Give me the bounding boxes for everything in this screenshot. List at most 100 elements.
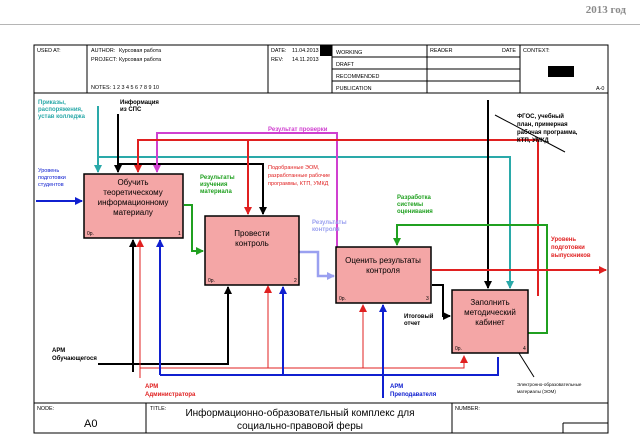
fgos-label-2: план, примерная xyxy=(517,122,568,128)
arm-teacher-bus xyxy=(160,357,499,376)
project-label: PROJECT: xyxy=(91,57,117,63)
working-marker xyxy=(320,45,332,56)
status-recommended: RECOMMENDED xyxy=(336,74,380,80)
node-value: A0 xyxy=(84,418,97,430)
level-in-label-1: Уровень xyxy=(38,168,59,174)
block-1-num: 1 xyxy=(178,231,181,237)
context-thumbnail xyxy=(548,66,574,77)
title-line-1: Информационно-образовательный комплекс д… xyxy=(185,407,414,419)
block-3[interactable]: Оценить результаты контроля 0р. 3 xyxy=(335,246,432,304)
final-report-arrow xyxy=(432,284,451,320)
block-3-line-2: контроля xyxy=(366,266,400,275)
arm-admin-to-b4-arrow xyxy=(363,355,468,369)
top-rule xyxy=(0,24,640,25)
block-2-cost: 0р. xyxy=(208,278,215,284)
block-4-line-1: Заполнить xyxy=(470,298,509,307)
selected-eom-label-2: разработанные рабочие xyxy=(268,173,330,179)
notes-label: NOTES: 1 2 3 4 5 6 7 8 9 10 xyxy=(91,85,159,91)
level-in-label-3: студентов xyxy=(38,182,64,188)
orders-to-b4-arrow xyxy=(98,156,514,289)
level-in-label-2: подготовки xyxy=(38,175,66,181)
study-results-arrow xyxy=(184,204,204,255)
selected-eom-label-3: программы, КТП, УМКД xyxy=(268,181,329,187)
title-label: TITLE: xyxy=(150,406,166,412)
block-1[interactable]: Обучить теоретическому информационному м… xyxy=(83,173,184,239)
block-1-line-4: материалу xyxy=(113,208,153,217)
eval-system-arrow xyxy=(393,224,548,334)
red-feedback-top xyxy=(134,139,539,296)
level-out-label-1: Уровень xyxy=(551,237,576,243)
eom-label-1: Электронно-образовательные xyxy=(517,382,582,387)
fgos-label-1: ФГОС, учебный xyxy=(517,113,564,120)
orders-label-3: устав колледжа xyxy=(38,114,86,120)
fgos-label-4: КТП, УМКД xyxy=(517,138,550,144)
arm-student-label-1: АРМ xyxy=(52,348,65,354)
block-4[interactable]: Заполнить методический кабинет 0р. 4 xyxy=(451,289,529,354)
block-4-line-2: методический xyxy=(464,308,516,317)
arm-admin-label-2: Администратора xyxy=(145,392,196,398)
arm-admin-label-1: АРМ xyxy=(145,384,158,390)
block-2-line-2: контроль xyxy=(235,239,269,248)
block-2-line-1: Провести xyxy=(234,229,269,238)
study-results-label-3: материала xyxy=(200,189,232,195)
final-report-label-1: Итоговый xyxy=(404,313,434,320)
block-2[interactable]: Провести контроль 0р. 2 xyxy=(204,215,300,286)
arm-teacher-label-2: Преподавателя xyxy=(390,392,437,398)
block-4-line-3: кабинет xyxy=(475,318,505,327)
date-value: 11.04.2013 xyxy=(292,48,319,54)
check-result-arrow xyxy=(153,132,338,247)
block-3-line-1: Оценить результаты xyxy=(345,256,421,265)
reader-label: READER xyxy=(430,48,453,54)
block-1-line-3: информационному xyxy=(98,198,169,207)
project-value: Курсовая работа xyxy=(119,57,161,63)
block-1-line-1: Обучить xyxy=(117,178,148,187)
author-value: Курсовая работа xyxy=(119,48,161,54)
eom-label-2: материалы (ЭОМ) xyxy=(517,389,556,394)
orders-label-2: распоряжения, xyxy=(38,107,83,113)
rev-value: 14.11.2013 xyxy=(292,57,319,63)
status-draft: DRAFT xyxy=(336,62,355,68)
final-report-label-2: отчет xyxy=(404,321,420,327)
study-results-label-1: Результаты xyxy=(200,175,235,181)
block-2-num: 2 xyxy=(294,278,297,284)
year-label: 2013 год xyxy=(585,4,626,16)
arm-student-to-b2-arrow xyxy=(98,286,232,365)
eom-leader xyxy=(516,349,535,378)
diagram-frame xyxy=(33,44,609,434)
eval-system-label-1: Разработка xyxy=(397,194,431,201)
block-3-num: 3 xyxy=(426,296,429,302)
eval-system-label-2: системы xyxy=(397,202,423,208)
block-1-cost: 0р. xyxy=(87,231,94,237)
fgos-leader xyxy=(494,114,566,153)
arm-student-label-2: Обучающегося xyxy=(52,355,97,362)
context-node: A-0 xyxy=(596,86,604,92)
block-4-num: 4 xyxy=(523,346,526,352)
used-at-label: USED AT: xyxy=(37,48,61,54)
number-label: NUMBER: xyxy=(455,406,480,412)
arm-teacher-label-1: АРМ xyxy=(390,384,403,390)
date2-label: DATE xyxy=(502,48,516,54)
study-results-label-2: изучения xyxy=(200,182,228,188)
control-results-arrow xyxy=(299,250,335,280)
check-result-label: Результат проверки xyxy=(268,127,328,133)
control-results-label-2: контроля xyxy=(312,227,340,233)
info-sps-label-1: Информация xyxy=(120,99,159,106)
control-results-label-1: Результаты xyxy=(312,220,347,226)
block-3-cost: 0р. xyxy=(339,296,346,302)
block-1-line-2: теоретическому xyxy=(103,188,162,197)
context-label: CONTEXT: xyxy=(523,48,550,54)
title-line-2: социально-правовой феры xyxy=(237,420,363,432)
node-label: NODE: xyxy=(37,406,54,412)
level-out-label-2: подготовки xyxy=(551,245,585,251)
block-4-cost: 0р. xyxy=(455,346,462,352)
fgos-label-3: рабочая программа, xyxy=(517,129,578,136)
rev-label: REV: xyxy=(271,57,283,63)
selected-eom-label-1: Подобранные ЭОМ, xyxy=(268,165,320,171)
level-out-label-3: выпускников xyxy=(551,253,591,259)
info-sps-label-2: из СПС xyxy=(120,107,142,113)
date-label: DATE: xyxy=(271,48,286,54)
orders-label-1: Приказы, xyxy=(38,100,66,106)
eval-system-label-3: оценивания xyxy=(397,209,433,215)
sps-to-b2-arrow xyxy=(118,163,267,215)
